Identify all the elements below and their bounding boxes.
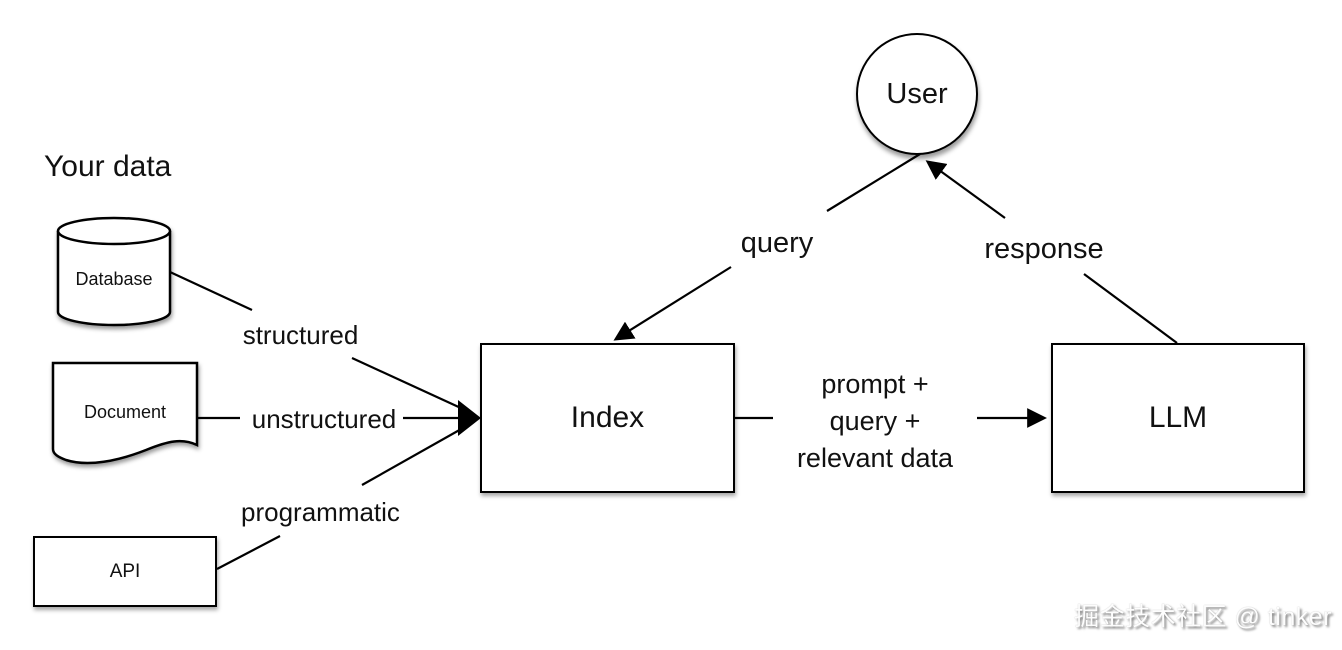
database-label: Database [75,269,153,289]
response-user-arrow [925,160,1006,219]
index-label: Index [570,401,645,434]
api-node: API [33,536,217,607]
llm-response-line [1083,273,1178,344]
watermark: 掘金技术社区 @ tinker [1074,603,1332,631]
document-shape [51,361,199,465]
query-index-arrow [613,266,732,341]
your-data-title: Your data [44,150,172,183]
llm-node: LLM [1051,343,1305,493]
database-cylinder [56,216,172,327]
programmatic-edge-label: programmatic [241,497,400,527]
index-input-arrowhead [458,400,481,436]
api-programmatic-line [216,535,281,570]
structured-index-line [351,357,464,410]
index-node: Index [480,343,735,493]
user-query-line [826,153,921,212]
unstructured-edge-label: unstructured [251,404,397,434]
prompt-edge-label: prompt + query + relevant data [796,369,954,473]
user-node: User [856,33,978,155]
api-label: API [109,560,141,582]
llm-label: LLM [1148,401,1208,434]
programmatic-index-line [361,427,464,486]
user-label: User [886,77,948,110]
database-structured-line [169,271,253,311]
structured-edge-label: structured [242,320,359,350]
response-edge-label: response [984,233,1104,265]
document-label: Document [83,402,167,422]
query-edge-label: query [740,227,814,259]
